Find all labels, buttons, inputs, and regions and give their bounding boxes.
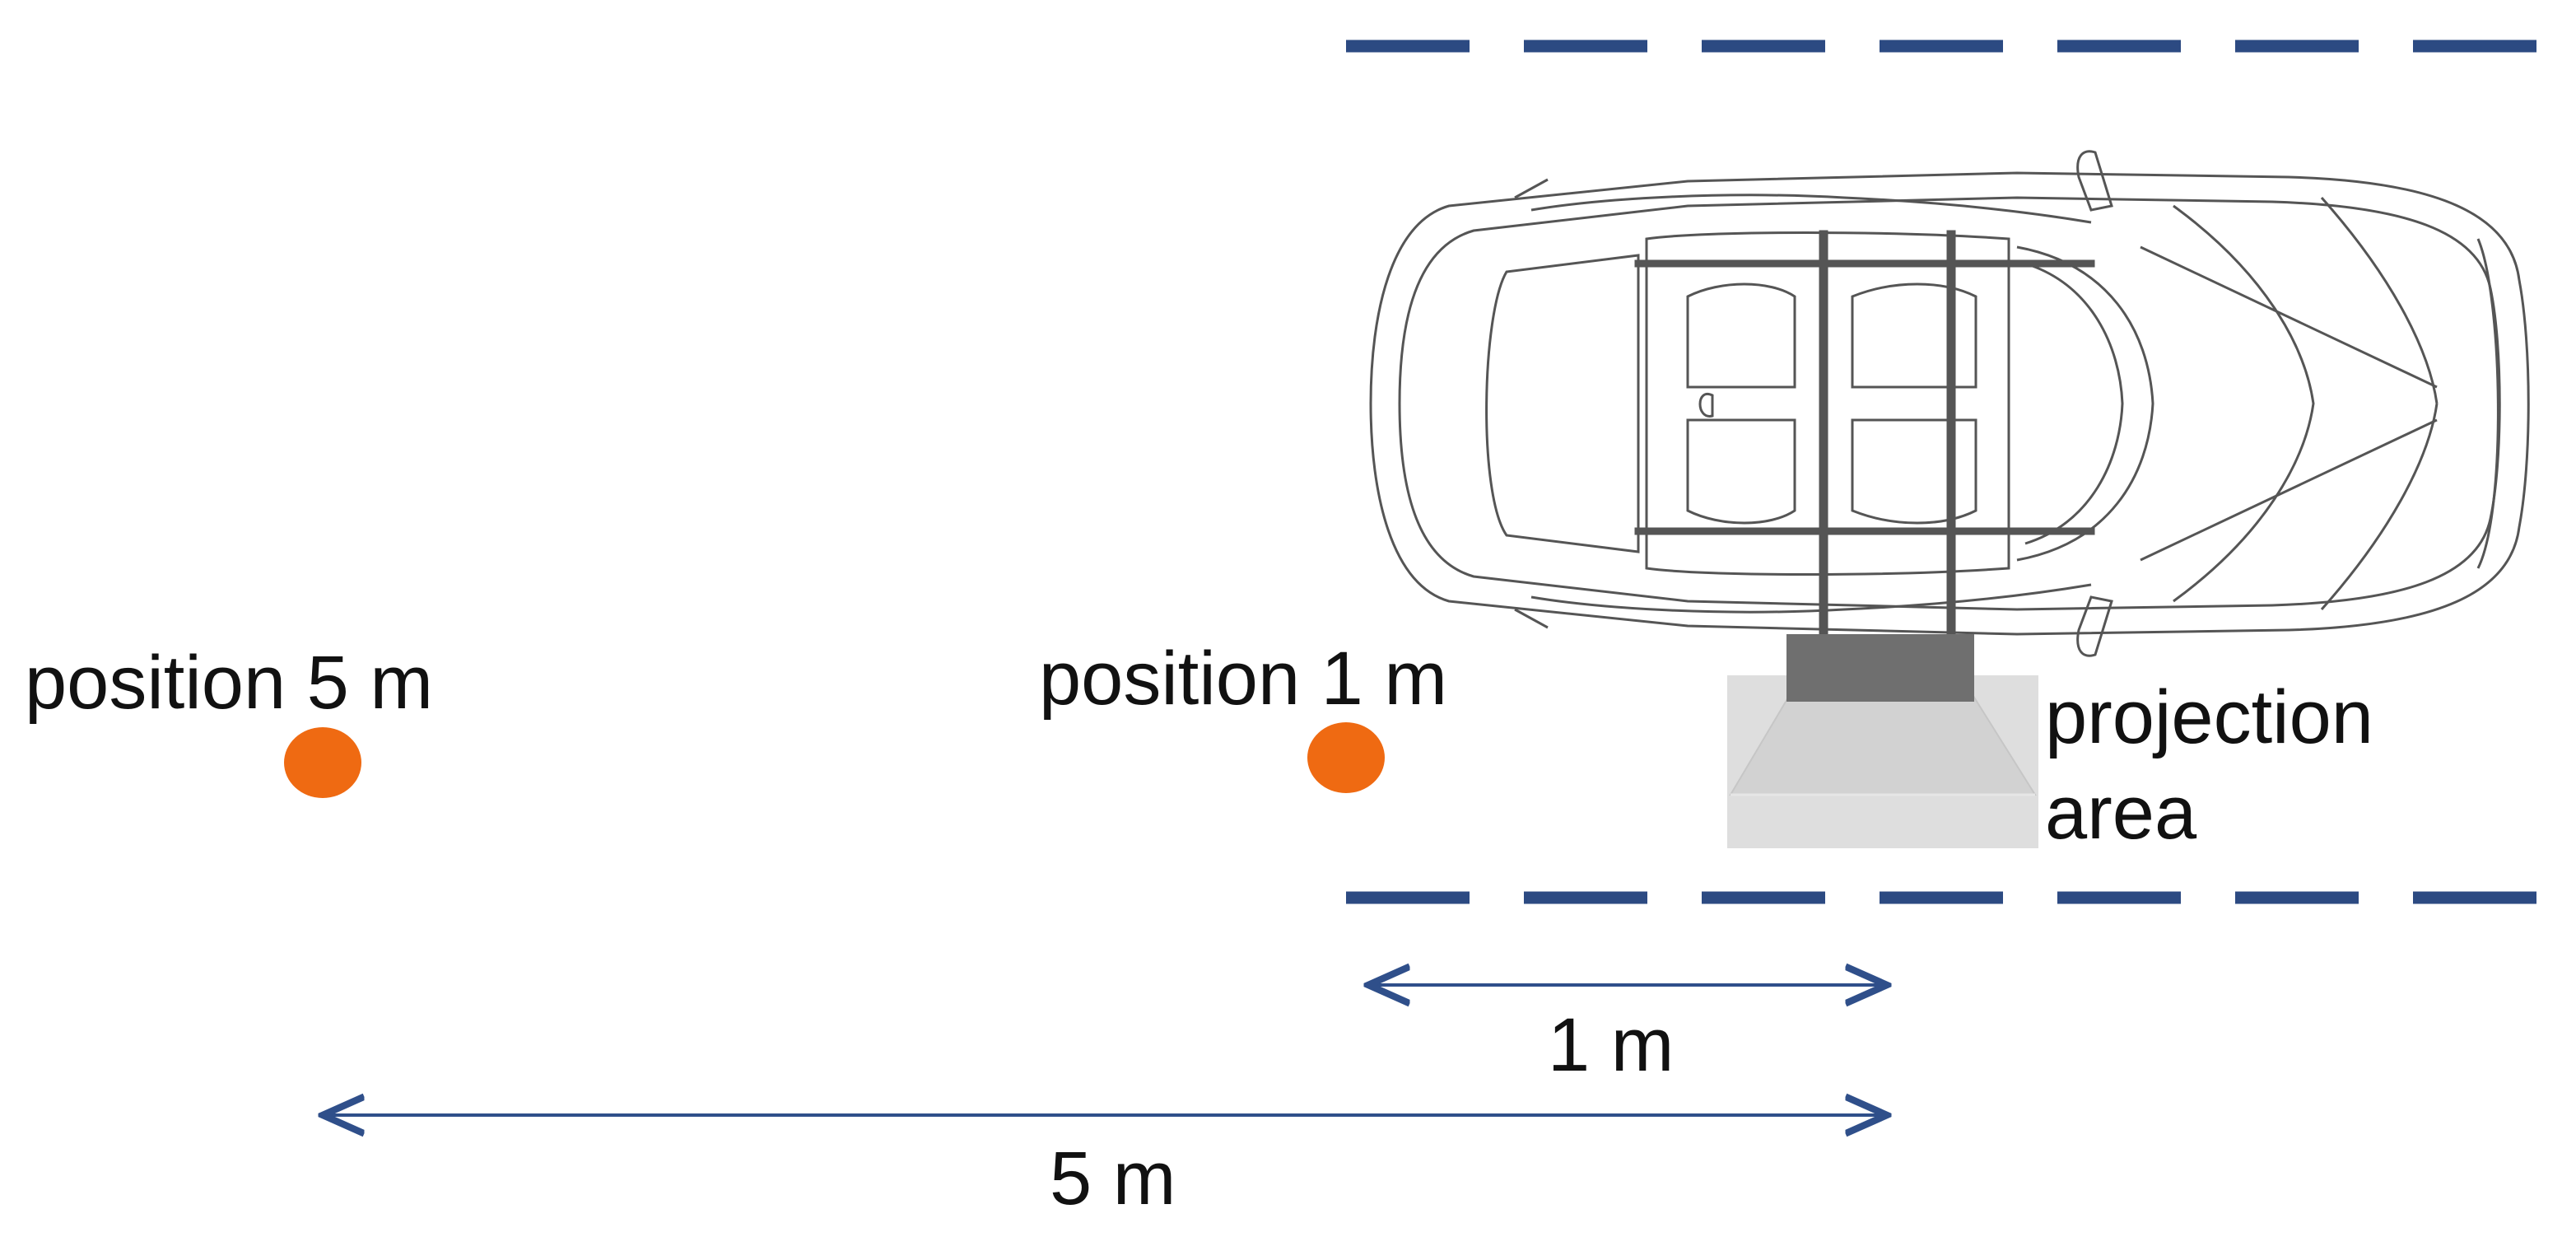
position-marker-5m <box>284 727 361 798</box>
projector-icon <box>1786 634 1974 702</box>
position-marker-1m <box>1307 722 1385 793</box>
label-projection: projection <box>2045 675 2373 759</box>
car-top-view-icon <box>1369 150 2530 657</box>
dimension-label-5m: 5 m <box>1050 1137 1176 1221</box>
projection-area <box>1727 675 2038 848</box>
label-position-1m: position 1 m <box>1039 637 1447 721</box>
dimension-label-1m: 1 m <box>1548 1003 1674 1087</box>
label-position-5m: position 5 m <box>25 641 433 725</box>
roof-rack <box>1634 230 2095 656</box>
label-area: area <box>2045 771 2197 855</box>
